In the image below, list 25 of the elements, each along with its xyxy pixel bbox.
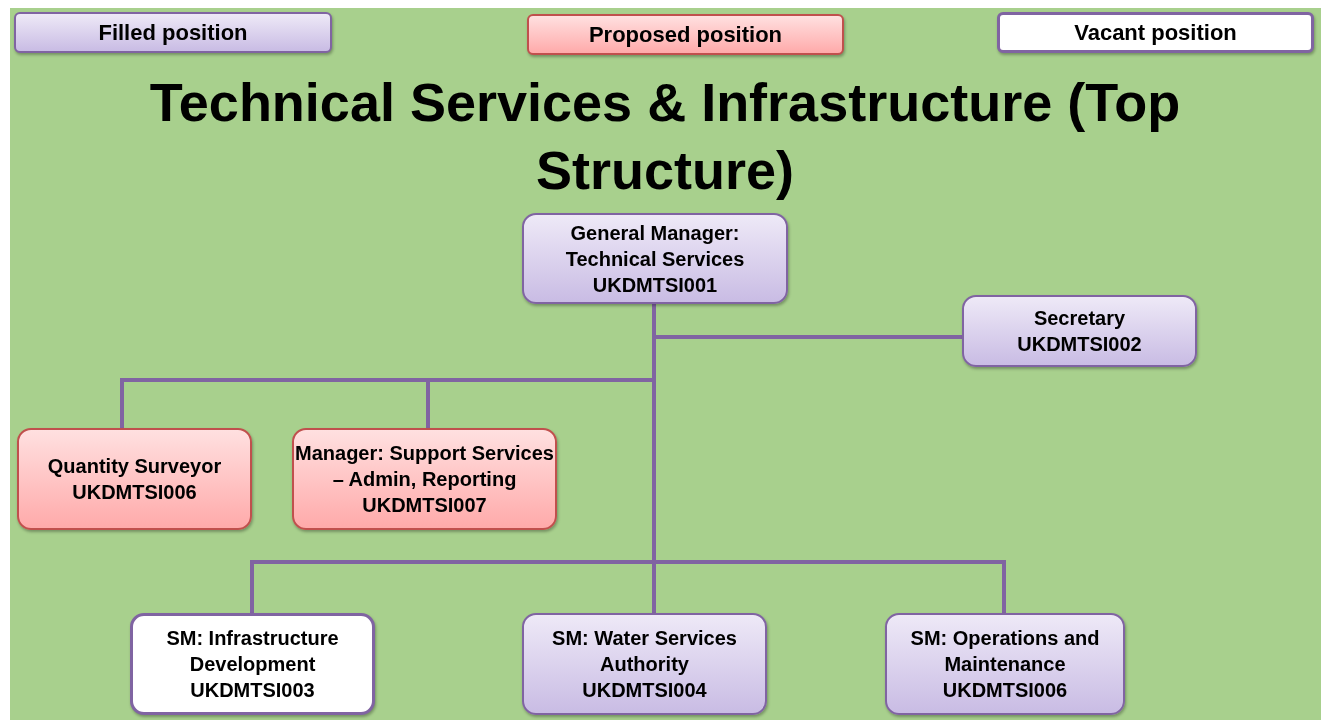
position-code: UKDMTSI004 xyxy=(582,678,707,703)
position-code: UKDMTSI003 xyxy=(190,678,315,703)
position-title: Manager: Support Services – Admin, Reporting xyxy=(294,441,555,492)
position-box xyxy=(522,613,767,715)
position-code: UKDMTSI002 xyxy=(1017,332,1142,357)
position-box xyxy=(17,428,252,530)
position-box xyxy=(962,295,1197,367)
position-code: UKDMTSI006 xyxy=(72,480,197,505)
position-title: SM: Operations and Maintenance xyxy=(909,626,1101,677)
position-code: UKDMTSI006 xyxy=(942,678,1068,703)
position-box xyxy=(885,613,1125,715)
position-title: Secretary xyxy=(1033,306,1126,331)
position-title: SM: Water Services Authority xyxy=(551,626,738,677)
position-box xyxy=(292,428,557,530)
position-title: General Manager: Technical Services xyxy=(564,220,746,272)
position-title: SM: Infrastructure Development xyxy=(165,626,340,677)
diagram-title: Technical Services & Infrastructure (Top Structure) xyxy=(148,71,1182,202)
legend-key: Proposed position xyxy=(527,14,844,55)
position-box xyxy=(522,213,788,304)
legend-key: Vacant position xyxy=(997,12,1314,53)
position-box xyxy=(130,613,375,715)
position-code: UKDMTSI001 xyxy=(592,272,718,298)
position-title: Quantity Surveyor xyxy=(47,454,222,479)
position-code: UKDMTSI007 xyxy=(362,493,487,518)
legend-key: Filled position xyxy=(14,12,332,53)
